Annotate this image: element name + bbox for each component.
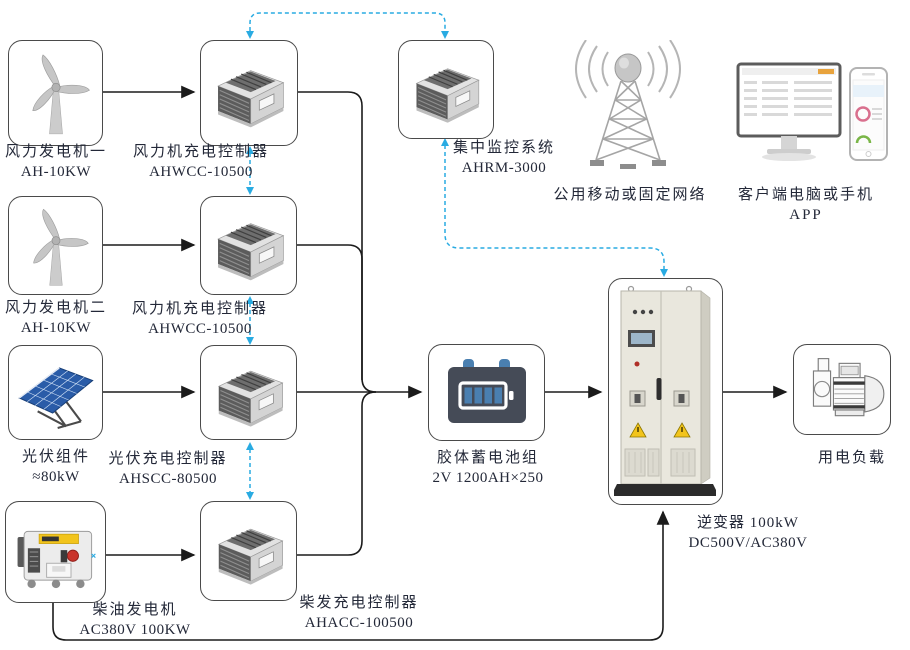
- inverter-name: 逆变器 100kW: [697, 515, 799, 531]
- label-pv: 光伏组件 ≈80kW: [0, 448, 112, 488]
- node-pv-charge-controller: [200, 345, 297, 440]
- label-battery: 胶体蓄电池组 2V 1200AH×250: [418, 449, 558, 489]
- label-ctrl-wind2: 风力机充电控制器 AHWCC-10500: [124, 300, 276, 340]
- ctrl-diesel-model: AHACC-100500: [304, 614, 414, 631]
- node-public-network: [556, 40, 700, 178]
- battery-name: 胶体蓄电池组: [436, 450, 539, 466]
- wind1-model: AH-10KW: [20, 163, 92, 180]
- node-wind-charge-controller-2: [200, 196, 297, 295]
- ctrl-wind1-name: 风力机充电控制器: [132, 144, 269, 160]
- label-ctrl-diesel: 柴发充电控制器 AHACC-100500: [283, 594, 435, 634]
- label-ctrl-wind1: 风力机充电控制器 AHWCC-10500: [125, 143, 277, 183]
- battery-model: 2V 1200AH×250: [432, 469, 544, 486]
- wind1-name: 风力发电机一: [4, 144, 107, 160]
- node-inverter-cabinet: [608, 278, 723, 505]
- inverter-cabinet-icon: [613, 285, 716, 496]
- label-load: 用电负载: [796, 449, 908, 469]
- label-client: 客户端电脑或手机APP: [722, 186, 890, 226]
- comm-arrowheads: [246, 31, 668, 500]
- node-wind-turbine-1: [8, 40, 103, 146]
- network-name: 公用移动或固定网络: [553, 187, 707, 203]
- wind2-model: AH-10KW: [20, 319, 92, 336]
- node-electric-load: [793, 344, 891, 435]
- label-wind2: 风力发电机二 AH-10KW: [0, 299, 112, 339]
- ctrl-wind2-name: 风力机充电控制器: [131, 301, 268, 317]
- monitor-name: 集中监控系统: [452, 140, 555, 156]
- battery-icon: [447, 358, 526, 423]
- warning-triangle-icon: [628, 422, 691, 438]
- ctrl-wind2-model: AHWCC-10500: [148, 320, 252, 337]
- label-network: 公用移动或固定网络: [545, 186, 715, 206]
- wind2-name: 风力发电机二: [4, 300, 107, 316]
- label-inverter: 逆变器 100kW DC500V/AC380V: [668, 514, 828, 554]
- radio-tower-icon: [575, 40, 681, 169]
- label-ctrl-pv: 光伏充电控制器 AHSCC-80500: [93, 450, 243, 490]
- client-name: 客户端电脑或手机APP: [737, 187, 874, 223]
- ctrl-pv-model: AHSCC-80500: [118, 470, 217, 487]
- label-monitor: 集中监控系统 AHRM-3000: [429, 139, 579, 179]
- node-pv-array: [8, 345, 103, 440]
- node-diesel-generator: [5, 501, 106, 603]
- diesel-generator-icon: [17, 530, 96, 589]
- controller-box-icon: [206, 58, 292, 128]
- node-wind-charge-controller-1: [200, 40, 298, 146]
- node-client-devices: [730, 58, 890, 180]
- label-diesel: 柴油发电机 AC380V 100KW: [60, 601, 210, 641]
- ctrl-diesel-name: 柴发充电控制器: [299, 595, 419, 611]
- motor-pump-icon: [812, 357, 885, 416]
- wind-turbine-icon: [18, 203, 94, 289]
- computer-phone-icon: [736, 62, 888, 161]
- monitor-model: AHRM-3000: [461, 159, 547, 176]
- controller-box-icon: [207, 359, 291, 427]
- load-name: 用电负载: [817, 450, 886, 466]
- node-diesel-charge-controller: [200, 501, 297, 601]
- pv-name: 光伏组件: [21, 449, 90, 465]
- pv-model: ≈80kW: [32, 468, 80, 485]
- wind-turbine-icon: [17, 48, 95, 138]
- ctrl-wind1-model: AHWCC-10500: [149, 163, 253, 180]
- node-central-monitor: [398, 40, 494, 139]
- controller-box-icon: [405, 57, 487, 123]
- node-wind-turbine-2: [8, 196, 103, 295]
- node-battery-bank: [428, 344, 545, 441]
- controller-box-icon: [207, 517, 291, 585]
- ctrl-pv-name: 光伏充电控制器: [108, 451, 228, 467]
- solar-panel-icon: [17, 366, 94, 429]
- diesel-name: 柴油发电机: [92, 602, 178, 618]
- diesel-model: AC380V 100KW: [79, 621, 191, 638]
- label-wind1: 风力发电机一 AH-10KW: [0, 143, 112, 183]
- inverter-model: DC500V/AC380V: [688, 534, 808, 551]
- controller-box-icon: [206, 211, 292, 281]
